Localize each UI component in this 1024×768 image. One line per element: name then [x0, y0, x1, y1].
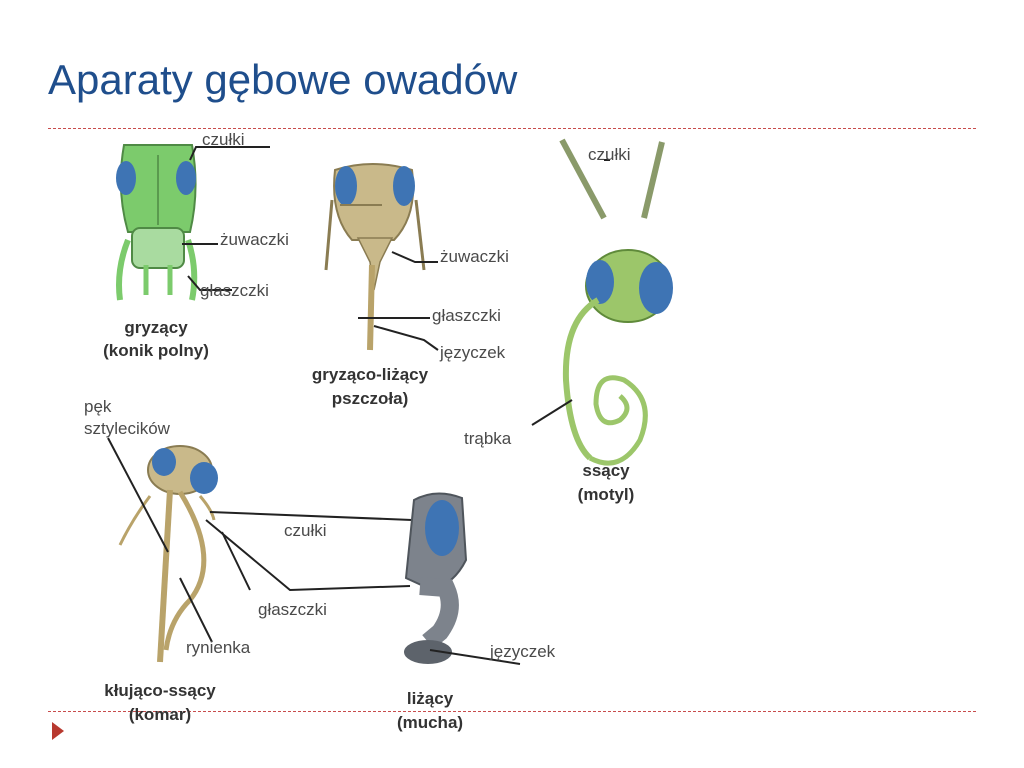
mosquito-antennae-label: czułki	[284, 521, 327, 540]
butterfly-antennae-label: czułki	[588, 145, 631, 164]
fly-caption-name: (mucha)	[397, 713, 463, 732]
bee-head	[324, 163, 426, 351]
fly-caption-type: liżący	[407, 689, 454, 708]
fly-head	[404, 492, 468, 664]
grasshopper-caption-name: (konik polny)	[103, 341, 209, 360]
title-divider	[48, 128, 976, 129]
grasshopper-head	[116, 144, 198, 301]
bee-caption-name: pszczoła)	[332, 389, 409, 408]
bee-palps-label: głaszczki	[432, 306, 501, 325]
butterfly-head	[559, 138, 673, 466]
butterfly-caption-name: (motyl)	[578, 485, 635, 504]
mosquito-stylets-label-line1: pęk	[84, 397, 112, 416]
grasshopper-leader-lines	[182, 146, 270, 291]
fly-tongue-label: języczek	[489, 642, 556, 661]
bee-leader-lines	[358, 251, 439, 351]
mosquito-palps-label: głaszczki	[258, 600, 327, 619]
mosquito-stylets-label-line2: sztylecików	[84, 419, 171, 438]
butterfly-leader-lines	[531, 159, 610, 426]
grasshopper-mandibles-label: żuwaczki	[220, 230, 289, 249]
bee-mandibles-label: żuwaczki	[440, 247, 509, 266]
grasshopper-palps-label: głaszczki	[200, 281, 269, 300]
bee-tongue-label: języczek	[439, 343, 506, 362]
mosquito-groove-label: rynienka	[186, 638, 251, 657]
slide-bullet-icon	[52, 722, 64, 740]
footer-divider	[48, 711, 976, 712]
grasshopper-antennae-label: czułki	[202, 130, 245, 149]
grasshopper-caption-type: gryzący	[124, 318, 188, 337]
mosquito-caption-type: kłująco-ssący	[104, 681, 216, 700]
bee-caption-type: gryząco-liżący	[312, 365, 429, 384]
fly-leader-lines	[429, 649, 521, 665]
mosquito-leader-lines	[107, 437, 413, 643]
butterfly-caption-type: ssący	[582, 461, 630, 480]
mosquito-caption-name: (komar)	[129, 705, 191, 724]
slide-title: Aparaty gębowe owadów	[48, 56, 518, 103]
mosquito-head	[118, 445, 218, 663]
butterfly-proboscis-label: trąbka	[464, 429, 512, 448]
